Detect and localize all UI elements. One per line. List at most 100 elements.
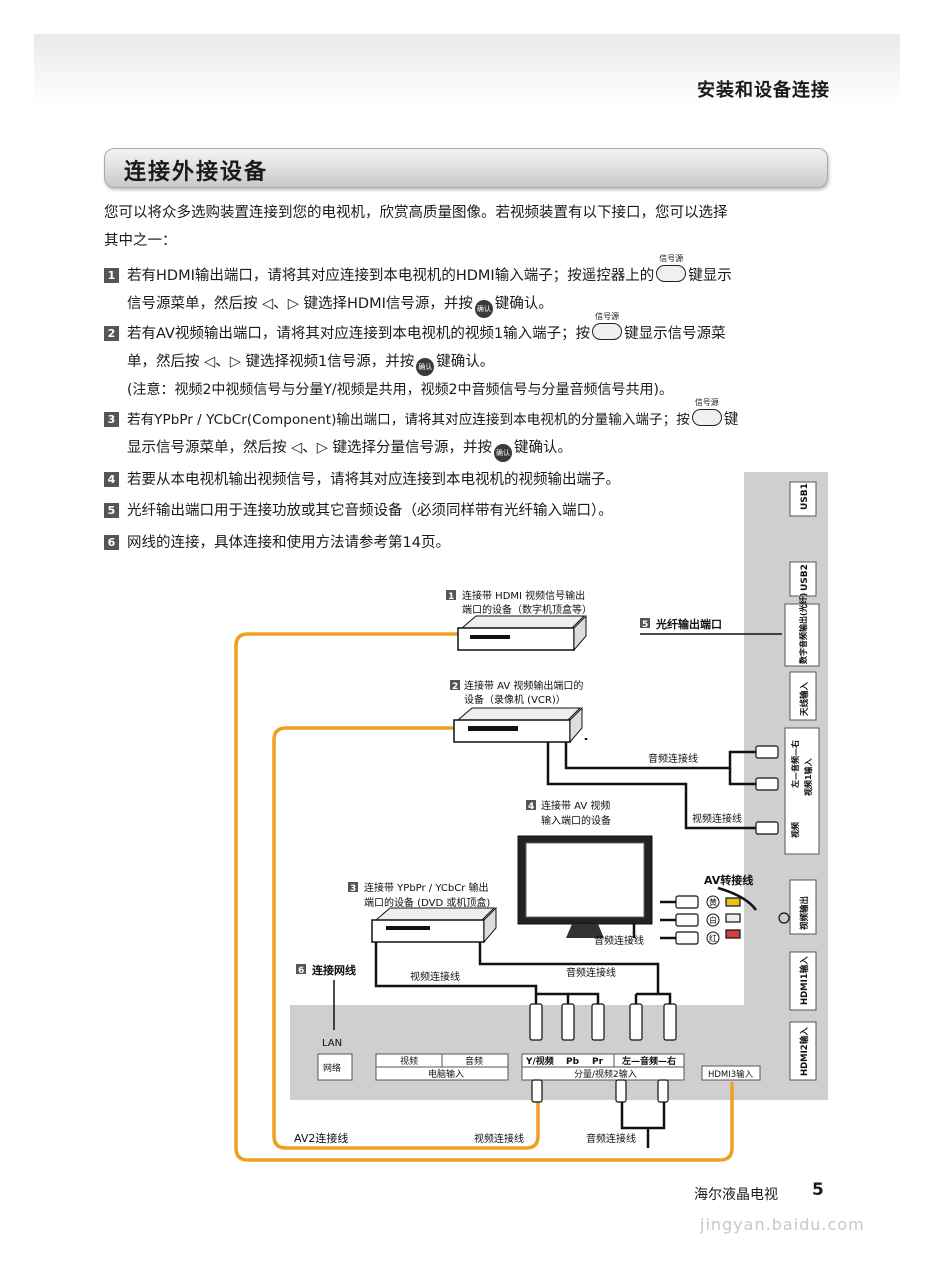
optical-num: 5 <box>642 620 648 630</box>
audio-cable-3-label: 音频连接线 <box>566 966 616 979</box>
dev4-label-1: 连接带 AV 视频 <box>541 799 610 812</box>
device-stb <box>457 614 587 652</box>
port-av1-audio: 左—音频—右 <box>790 740 800 789</box>
av-adapter-label: AV转接线 <box>704 873 753 887</box>
dev1-label-2: 端口的设备（数字机顶盒等） <box>462 603 592 616</box>
source-key-icon: 信号源 <box>592 312 623 340</box>
header-band <box>34 34 900 106</box>
orange-cables <box>234 632 734 1162</box>
port-hdmi3: HDMI3输入 <box>708 1069 754 1080</box>
dev2-label-2: 设备（录像机 (VCR)） <box>464 693 566 706</box>
device-vcr <box>453 706 583 744</box>
chapter-title: 安装和设备连接 <box>697 80 830 101</box>
item-text: 显示信号源菜单，然后按 ◁、▷ 键选择分量信号源，并按 <box>127 440 493 456</box>
port-video-out: 视频输出 <box>799 896 810 930</box>
comp-audio-label: 左—音频—右 <box>621 1055 676 1067</box>
item-note: (注意：视频2中视频信号与分量Y/视频是共用，视频2中音频信号与分量音频信号共用… <box>127 382 674 398</box>
lan-label: LAN <box>322 1038 342 1049</box>
item-number: 3 <box>104 412 119 427</box>
item-number: 5 <box>104 503 119 518</box>
pc-audio-label: 音频 <box>465 1055 483 1067</box>
item-number: 2 <box>104 326 119 341</box>
audio-cable-bottom-label: 音频连接线 <box>586 1132 636 1145</box>
ok-key-icon: 确认 <box>494 444 513 462</box>
dev2-label-1: 连接带 AV 视频输出端口的 <box>464 679 583 692</box>
port-av1-label: 视频1输入 <box>803 758 813 796</box>
dev4-num: 4 <box>528 802 534 812</box>
intro-line-1: 您可以将众多选购装置连接到您的电视机，欣赏高质量图像。若视频装置有以下接口，您可… <box>104 205 728 221</box>
yellow-tag: 黄 <box>709 897 717 907</box>
color-tags: 黄 白 红 <box>706 895 720 945</box>
side-ports: USB1 USB2 数字音频输出(光纤) 天线输入 左—音频—右 视频1输入 视… <box>784 481 820 1081</box>
port-pc-input: 电脑输入 <box>428 1068 464 1080</box>
source-key-label: 信号源 <box>659 254 684 263</box>
item-text: 键确认。 <box>514 440 573 456</box>
item-number: 1 <box>104 268 119 283</box>
item-text: 若有HDMI输出端口，请将其对应连接到本电视机的HDMI输入端子；按遥控器上的 <box>127 268 655 284</box>
ok-key-icon: 确认 <box>474 300 493 318</box>
item-text: 键显示 <box>688 268 732 284</box>
audio-cable-1-label: 音频连接线 <box>648 752 698 765</box>
item-text: 若要从本电视机输出视频信号，请将其对应连接到本电视机的视频输出端子。 <box>127 472 620 488</box>
item-text: 键 <box>723 412 739 428</box>
item-text: 键显示信号源菜 <box>624 326 726 342</box>
red-tag: 红 <box>709 933 717 943</box>
device-tv-monitor <box>517 835 653 938</box>
list-item: 6 网线的连接，具体连接和使用方法请参考第14页。 <box>104 529 832 557</box>
page-number: 5 <box>812 1180 824 1200</box>
dev3-num: 3 <box>350 884 356 894</box>
dev1-num-box <box>446 590 456 600</box>
dev1-num: 1 <box>448 592 454 602</box>
section-title: 连接外接设备 <box>124 160 269 185</box>
list-item: 4 若要从本电视机输出视频信号，请将其对应连接到本电视机的视频输出端子。 <box>104 466 832 494</box>
item-text: 网线的连接，具体连接和使用方法请参考第14页。 <box>127 535 450 551</box>
ok-key-icon: 确认 <box>416 358 435 376</box>
intro-line-2: 其中之一： <box>104 233 177 249</box>
white-tag: 白 <box>709 915 717 925</box>
video-cable-3-label: 视频连接线 <box>410 970 460 983</box>
source-key-label: 信号源 <box>694 398 719 407</box>
pc-video-label: 视频 <box>400 1055 418 1067</box>
port-antenna: 天线输入 <box>799 681 810 716</box>
port-av1-video: 视频 <box>790 822 800 838</box>
item-text: 信号源菜单，然后按 ◁、▷ 键选择HDMI信号源，并按 <box>127 296 473 312</box>
comp-y-label: Y/视频 <box>525 1055 554 1067</box>
device-dvd <box>371 906 497 944</box>
av2-cable-label: AV2连接线 <box>294 1131 348 1145</box>
item-text: 若有AV视频输出端口，请将其对应连接到本电视机的视频1输入端子；按 <box>127 326 591 342</box>
port-usb2: USB2 <box>800 564 810 591</box>
rca-plugs <box>529 745 790 1103</box>
source-key-icon: 信号源 <box>656 254 687 282</box>
tv-bottom-panel <box>290 1005 828 1100</box>
dev3-label-1: 连接带 YPbPr / YCbCr 输出 <box>364 881 489 894</box>
lan-num: 6 <box>298 966 304 976</box>
list-item: 1 若有HDMI输出端口，请将其对应连接到本电视机的HDMI输入端子；按遥控器上的… <box>104 254 832 318</box>
port-optical-out: 数字音频输出(光纤) <box>798 593 808 664</box>
video-cable-1-label: 视频连接线 <box>692 812 742 825</box>
dev3-label-2: 端口的设备 (DVD 或机顶盒) <box>364 896 490 909</box>
item-text: 单，然后按 ◁、▷ 键选择视频1信号源，并按 <box>127 354 415 370</box>
comp-pr-label: Pr <box>592 1057 604 1067</box>
source-key-icon: 信号源 <box>691 398 722 426</box>
port-hdmi1: HDMI1输入 <box>799 956 810 1005</box>
item-text: 键确认。 <box>436 354 495 370</box>
item-number: 4 <box>104 472 119 487</box>
lan-connect-label: 连接网线 <box>312 963 356 977</box>
bottom-ports: 网络 LAN 视频 音频 电脑输入 Y/视频 Pb Pr 左—音频—右 分量/视… <box>317 1038 761 1081</box>
port-hdmi2: HDMI2输入 <box>799 1027 810 1076</box>
item-number: 6 <box>104 535 119 550</box>
item-text: 光纤输出端口用于连接功放或其它音频设备（必须同样带有光纤输入端口）。 <box>127 503 613 519</box>
watermark: jingyan.baidu.com <box>700 1215 865 1234</box>
port-component-input: 分量/视频2输入 <box>574 1068 637 1080</box>
dev4-label-2: 输入端口的设备 <box>541 814 611 827</box>
port-network: 网络 <box>323 1062 341 1074</box>
audio-cable-2-label: 音频连接线 <box>594 934 644 947</box>
dev2-num: 2 <box>452 682 458 692</box>
optical-label: 光纤输出端口 <box>655 617 722 631</box>
item-text: 键确认。 <box>494 296 553 312</box>
footer-brand: 海尔液晶电视 <box>694 1187 778 1203</box>
source-key-label: 信号源 <box>595 312 620 321</box>
